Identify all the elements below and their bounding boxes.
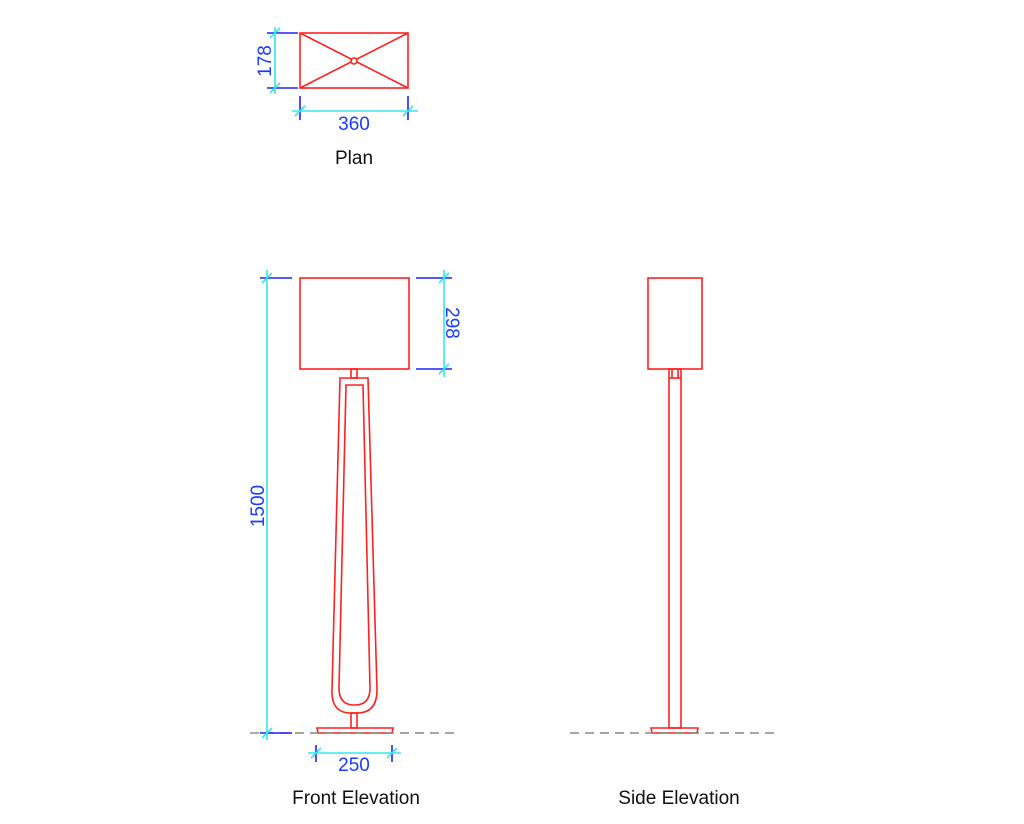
front-base-text: 250 [338, 755, 370, 776]
side-shade [647, 277, 703, 370]
front-lower-stem [350, 712, 358, 729]
side-elevation-view: Side Elevation [570, 277, 778, 809]
front-shade-dimension: 298 [416, 270, 462, 377]
front-upper-stem [350, 368, 358, 379]
front-elevation-view: 1500 298 250 Front Elevation [248, 270, 462, 809]
plan-width-text: 360 [338, 114, 370, 135]
front-height-text: 1500 [248, 485, 269, 527]
side-elevation-label: Side Elevation [618, 788, 739, 809]
plan-depth-text: 178 [255, 45, 276, 77]
plan-shade-outline [299, 32, 409, 89]
front-base-dimension: 250 [308, 745, 401, 776]
front-body-outer [331, 377, 378, 714]
plan-depth-dimension: 178 [255, 27, 298, 94]
side-stem [668, 368, 682, 729]
front-body-inner [338, 384, 371, 706]
plan-label: Plan [335, 148, 373, 169]
plan-view: 178 360 Plan [255, 27, 418, 169]
plan-width-dimension: 360 [292, 96, 418, 135]
front-shade [299, 277, 410, 370]
side-base [650, 727, 699, 734]
front-elevation-label: Front Elevation [292, 788, 420, 809]
front-shade-text: 298 [441, 307, 462, 339]
front-base [316, 727, 394, 734]
plan-center-circle [350, 57, 358, 65]
front-height-dimension: 1500 [248, 270, 292, 740]
